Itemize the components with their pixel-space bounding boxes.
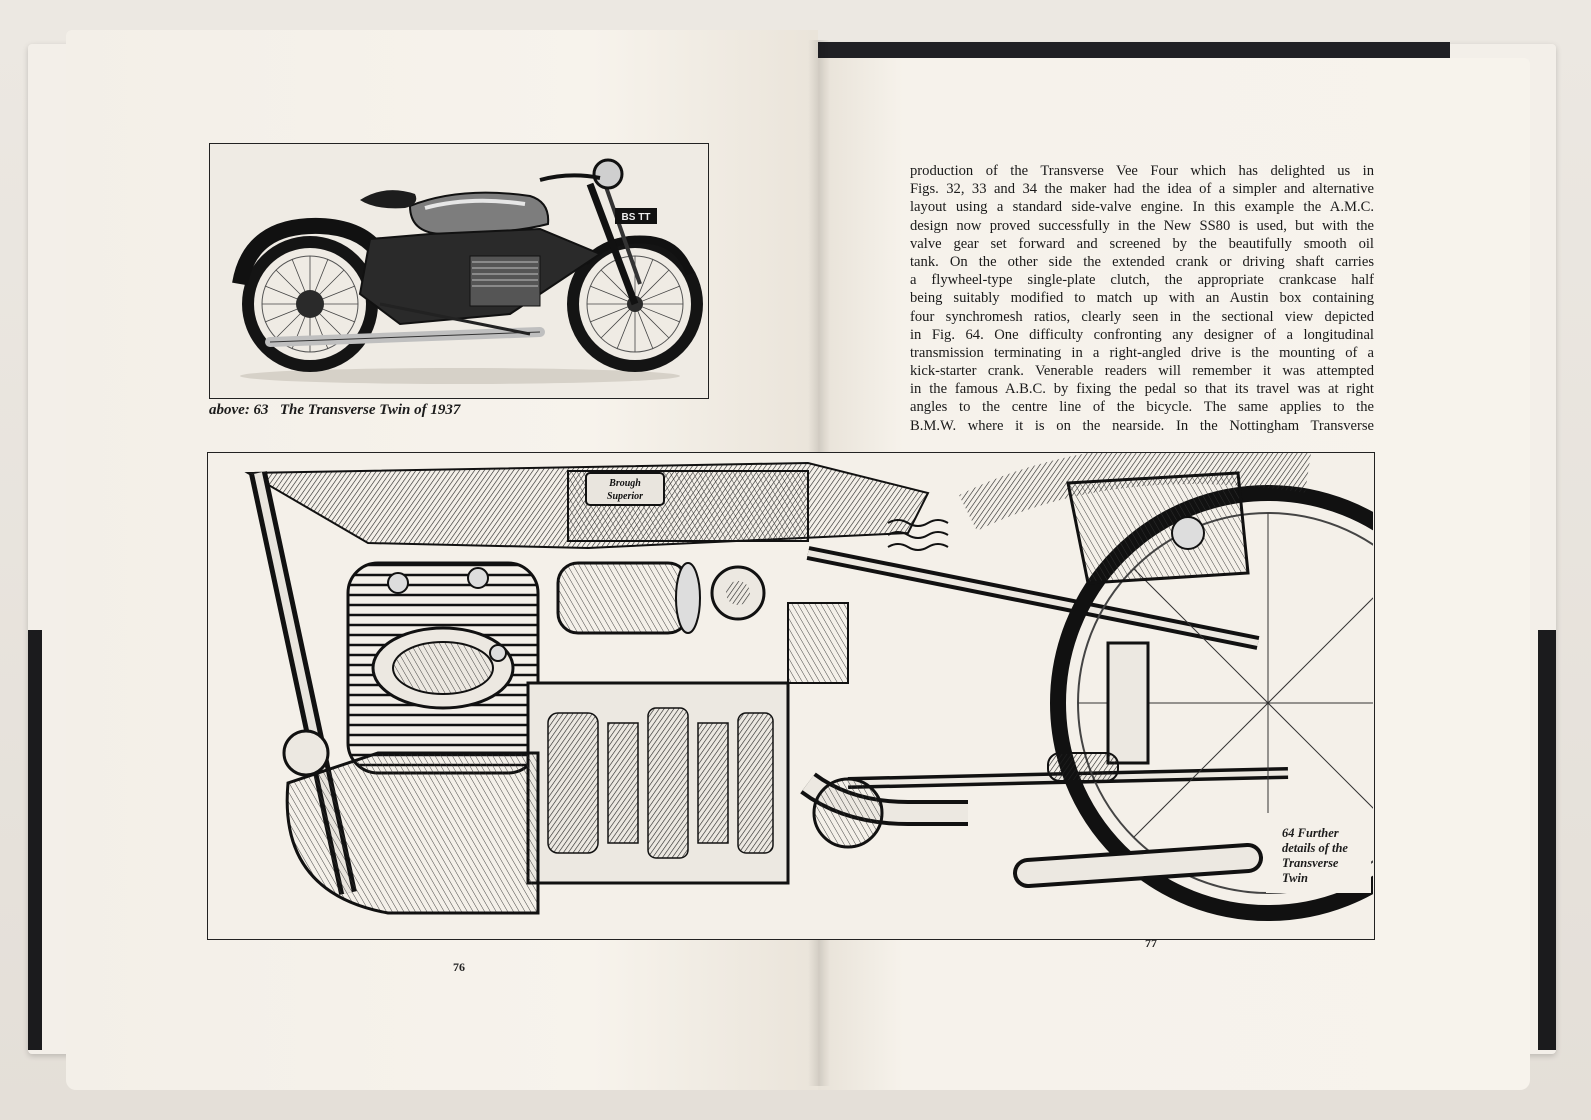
figure-63-caption-title: The Transverse Twin of 1937 <box>279 402 461 418</box>
page-number-left: 76 <box>453 960 465 974</box>
figure-64-caption: 64 Further details of the Transverse Twi… <box>1282 826 1348 886</box>
cover-edge-top <box>750 42 1450 60</box>
number-plate-text: BS TT <box>622 212 651 223</box>
body-text-line: Figs. 32, 33 and 34 the maker had the id… <box>910 181 1374 198</box>
figure-64-caption-line: Transverse <box>1282 856 1339 870</box>
figure-63-caption-prefix: above: 63 <box>209 402 269 418</box>
figure-64-caption-line: 64 Further <box>1282 826 1339 840</box>
tank-badge-line1: Brough <box>608 478 641 489</box>
figure-64-caption-line: Twin <box>1282 871 1308 885</box>
figure-63-caption: above: 63 The Transverse Twin of 1937 <box>209 402 460 419</box>
body-text-line: layout using a standard side-valve engin… <box>910 199 1374 216</box>
body-text-line: in the famous A.B.C. by fixing the pedal… <box>910 381 1374 398</box>
body-text-line: a flywheel-type single-plate clutch, the… <box>910 272 1374 289</box>
body-text-line: being suitably modified to match up with… <box>910 290 1374 307</box>
cover-edge-right <box>1538 630 1556 1050</box>
body-text-line: production of the Transverse Vee Four wh… <box>910 163 1374 179</box>
figure-64-caption-line: details of the <box>1282 841 1348 855</box>
cover-edge-left <box>28 630 42 1050</box>
tank-badge-line2: Superior <box>607 491 643 502</box>
body-text-line: transmission terminating in a right-angl… <box>910 344 1374 361</box>
page-number-right: 77 <box>1145 936 1157 950</box>
tank-badge <box>585 472 665 506</box>
figure-64-cutaway-drawing: Brough Superior <box>207 452 1375 940</box>
body-text-line: in Fig. 64. One difficulty confronting a… <box>910 326 1374 343</box>
body-text-line: valve gear set forward and screened by t… <box>910 235 1374 252</box>
motorcycle-illustration: BS TT <box>210 144 707 397</box>
body-text-column: production of the Transverse Vee Four wh… <box>910 162 1374 435</box>
body-text-line: angles to the centre line of the bicycle… <box>910 399 1374 416</box>
body-text-line: B.M.W. where it is on the nearside. In t… <box>910 417 1374 434</box>
cutaway-illustration: Brough Superior <box>208 453 1374 938</box>
body-text-line: tank. On the other side the extended cra… <box>910 253 1374 270</box>
number-plate <box>615 208 657 224</box>
body-text-line: design now proved successfully in the Ne… <box>910 217 1374 234</box>
figure-63-photo: BS TT <box>209 143 709 399</box>
body-text-line: kick-starter crank. Venerable readers wi… <box>910 363 1374 380</box>
body-text-line: four synchromesh ratios, clearly seen in… <box>910 308 1374 325</box>
